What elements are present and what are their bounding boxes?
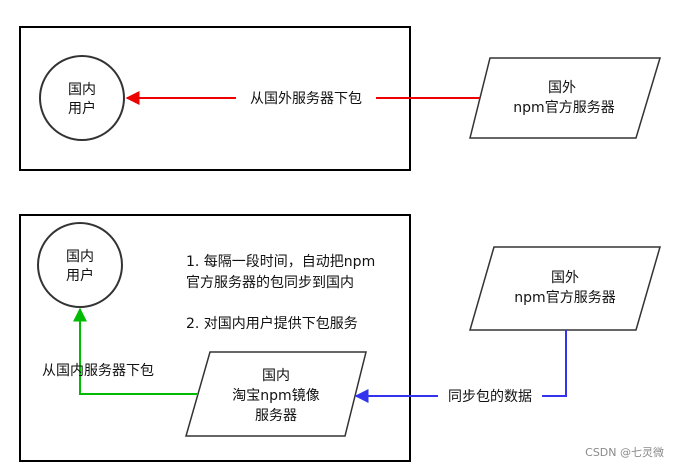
notes-line2: 官方服务器的包同步到国内 bbox=[186, 275, 354, 291]
top-user-node: 国内 用户 bbox=[39, 55, 125, 141]
bottom-foreign-server-node: 国外 npm官方服务器 bbox=[469, 246, 661, 331]
notes-line1: 1. 每隔一段时间，自动把npm bbox=[186, 254, 375, 270]
bottom-user-label-line1: 国内 bbox=[66, 249, 94, 265]
bottom-diagram: 国内 用户 1. 每隔一段时间，自动把npm 官方服务器的包同步到国内 2. 对… bbox=[19, 214, 661, 462]
sync-edge-line bbox=[354, 330, 567, 403]
bottom-user-node: 国内 用户 bbox=[37, 222, 123, 308]
top-foreign-server-line2: npm官方服务器 bbox=[513, 100, 614, 116]
sync-edge-label-bg bbox=[438, 386, 542, 406]
top-download-edge: 从国外服务器下包 bbox=[125, 88, 480, 108]
mirror-server-line3: 服务器 bbox=[255, 408, 297, 424]
bottom-notes: 1. 每隔一段时间，自动把npm 官方服务器的包同步到国内 2. 对国内用户提供… bbox=[186, 254, 375, 332]
bottom-container-box bbox=[19, 214, 411, 462]
top-user-label-line1: 国内 bbox=[68, 82, 96, 98]
bottom-foreign-server-line1: 国外 bbox=[551, 270, 579, 286]
bottom-foreign-server-line2: npm官方服务器 bbox=[514, 290, 615, 306]
csdn-watermark: CSDN @七灵微 bbox=[585, 445, 664, 459]
mirror-download-edge-label: 从国内服务器下包 bbox=[42, 363, 154, 379]
top-foreign-server-node: 国外 npm官方服务器 bbox=[469, 57, 662, 139]
bottom-user-label-line2: 用户 bbox=[66, 267, 94, 284]
bottom-user-circle bbox=[37, 222, 123, 308]
mirror-server-line2: 淘宝npm镜像 bbox=[232, 388, 319, 404]
top-foreign-server-shape bbox=[469, 57, 662, 139]
bottom-foreign-server-shape bbox=[469, 246, 661, 331]
top-user-circle bbox=[39, 55, 125, 141]
mirror-download-edge: 从国内服务器下包 bbox=[42, 307, 198, 395]
sync-edge: 同步包的数据 bbox=[354, 330, 567, 406]
sync-edge-label: 同步包的数据 bbox=[448, 389, 532, 405]
notes-line3: 2. 对国内用户提供下包服务 bbox=[186, 315, 358, 332]
top-foreign-server-line1: 国外 bbox=[548, 80, 576, 96]
mirror-server-line1: 国内 bbox=[262, 368, 290, 384]
top-diagram: 国内 用户 国外 npm官方服务器 从国外服务器下包 bbox=[19, 26, 662, 171]
mirror-server-node: 国内 淘宝npm镜像 服务器 bbox=[185, 351, 367, 437]
top-download-edge-label: 从国外服务器下包 bbox=[250, 91, 362, 107]
mirror-server-shape bbox=[185, 351, 367, 437]
top-download-edge-label-bg bbox=[236, 88, 376, 108]
mirror-download-edge-line bbox=[73, 307, 198, 395]
top-user-label-line2: 用户 bbox=[68, 100, 96, 117]
